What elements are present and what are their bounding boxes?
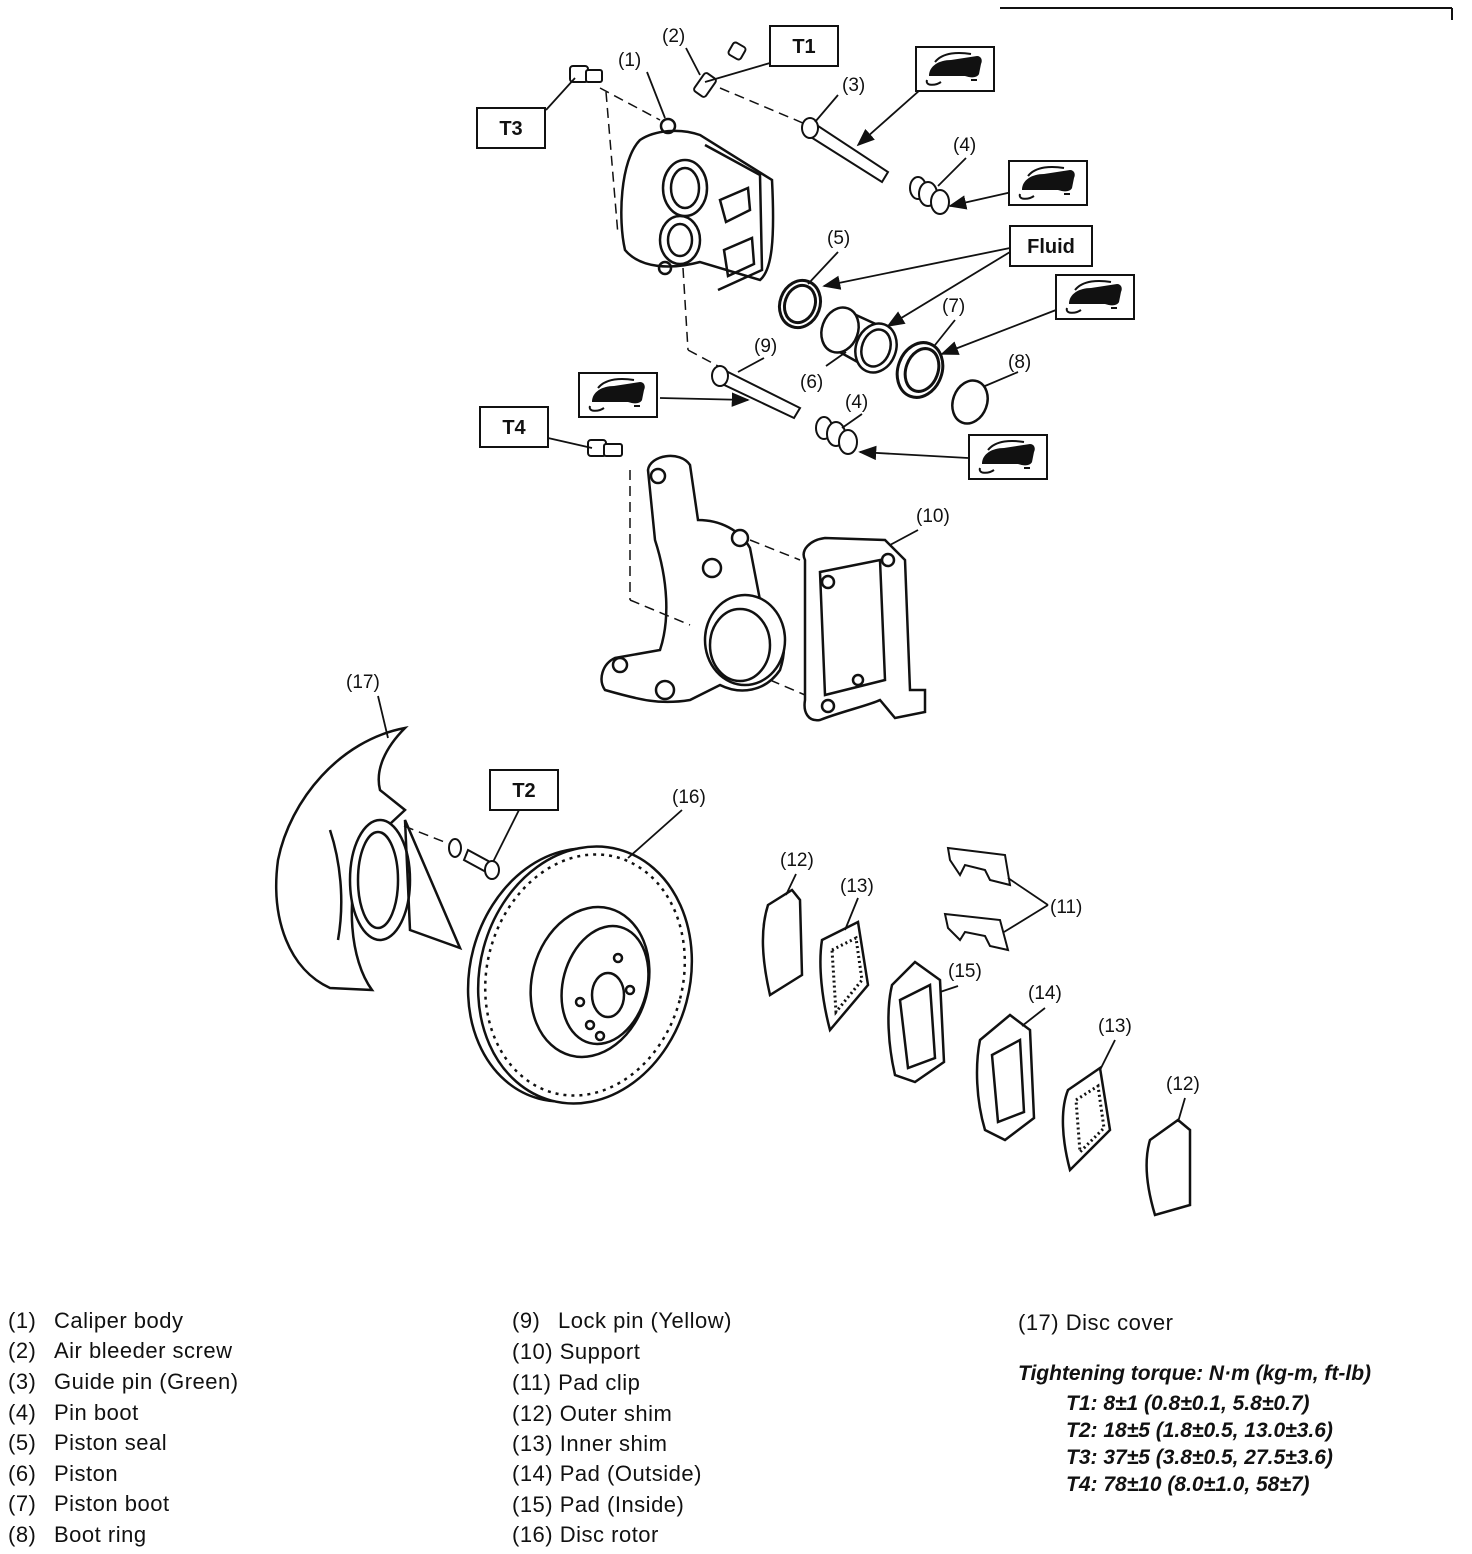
callout-14: (14) xyxy=(1028,983,1062,1004)
callout-2: (2) xyxy=(662,26,685,47)
torque-t4: T4: 78±10 (8.0±1.0, 58±7) xyxy=(1066,1473,1310,1496)
svg-text:T4: T4 xyxy=(502,417,526,439)
indicator-arrows xyxy=(659,89,1057,461)
lock-pin-drawing xyxy=(711,365,802,420)
pin-boot-upper-drawing xyxy=(909,176,950,215)
callout-6: (6) xyxy=(800,372,823,393)
callout-4-lower: (4) xyxy=(845,392,868,413)
svg-text:T1: T1 xyxy=(792,36,815,58)
torque-box-t1: T1 xyxy=(769,25,839,67)
legend-item: (9)Lock pin (Yellow) xyxy=(512,1308,732,1333)
caliper-axis-dash xyxy=(687,349,719,367)
legend-item: (13) Inner shim xyxy=(512,1431,668,1456)
grease-icon xyxy=(578,372,658,418)
torque-t3: T3: 37±5 (3.8±0.5, 27.5±3.6) xyxy=(1066,1446,1333,1469)
pad-inside-drawing xyxy=(887,960,946,1084)
callout-11: (11) xyxy=(1050,897,1082,918)
disc-cover-drawing xyxy=(275,726,463,992)
callout-labels: (1) (2) (3) (4) (5) (7) (9) (8) (6) (4) … xyxy=(346,26,1200,1095)
pad-clip-lower-drawing xyxy=(943,912,1010,952)
steering-knuckle-drawing xyxy=(600,454,787,704)
caliper-axis-dash xyxy=(605,91,619,236)
t2-bolt-drawing xyxy=(448,838,500,880)
caliper-axis-dash xyxy=(599,87,661,121)
legend-item: (3)Guide pin (Green) xyxy=(8,1369,239,1394)
grease-icon xyxy=(1008,160,1088,206)
callout-4-upper: (4) xyxy=(953,135,976,156)
piston-boot-drawing xyxy=(895,341,945,399)
cover-bolt-dash xyxy=(403,825,453,846)
svg-text:T2: T2 xyxy=(512,780,535,802)
outer-shim-left-drawing xyxy=(761,888,804,997)
callout-7: (7) xyxy=(942,296,965,317)
inner-shim-left-drawing xyxy=(819,920,870,1033)
legend-item: (15) Pad (Inside) xyxy=(512,1492,685,1517)
legend-item: (7)Piston boot xyxy=(8,1491,170,1516)
boot-ring-drawing xyxy=(951,379,989,425)
disc-rotor-drawing xyxy=(466,845,694,1105)
callout-1: (1) xyxy=(618,50,641,71)
callout-5: (5) xyxy=(827,228,850,249)
legend-item: (6)Piston xyxy=(8,1461,119,1486)
air-bleeder-screw-drawing xyxy=(693,41,747,98)
callout-10: (10) xyxy=(916,506,950,527)
torque-title: Tightening torque: N·m (kg-m, ft-lb) xyxy=(1018,1362,1372,1385)
inner-shim-right-drawing xyxy=(1061,1065,1112,1173)
t3-bolt-drawing xyxy=(569,65,603,83)
grease-icon xyxy=(1055,274,1135,320)
pin-boot-lower-drawing xyxy=(815,416,858,455)
callout-17: (17) xyxy=(346,672,380,693)
knuckle-axis-dash xyxy=(749,539,801,561)
torque-box-t4: T4 xyxy=(479,406,549,448)
torque-box-t2: T2 xyxy=(489,769,559,811)
callout-15: (15) xyxy=(948,961,982,982)
callout-12-right: (12) xyxy=(1166,1074,1200,1095)
callout-16: (16) xyxy=(672,787,706,808)
callout-8: (8) xyxy=(1008,352,1031,373)
guide-pin-axis-dash xyxy=(719,87,811,127)
torque-t1: T1: 8±1 (0.8±0.1, 5.8±0.7) xyxy=(1066,1392,1310,1415)
outer-shim-right-drawing xyxy=(1145,1118,1192,1217)
knuckle-axis-dash xyxy=(629,599,691,626)
knuckle-axis-dash xyxy=(769,679,806,696)
torque-t2: T2: 18±5 (1.8±0.5, 13.0±3.6) xyxy=(1066,1419,1333,1442)
legend-item: (1)Caliper body xyxy=(8,1308,184,1333)
legend-item: (8)Boot ring xyxy=(8,1522,147,1547)
torque-box-t3: T3 xyxy=(476,107,546,149)
fluid-box: Fluid xyxy=(1009,225,1093,267)
piston-drawing xyxy=(820,306,898,374)
callout-9: (9) xyxy=(754,336,777,357)
legend-item: (4)Pin boot xyxy=(8,1400,139,1425)
leader-lines xyxy=(377,47,1186,1123)
t4-bolt-drawing xyxy=(587,439,623,457)
grease-icon xyxy=(915,46,995,92)
legend-item: (12) Outer shim xyxy=(512,1401,673,1426)
legend-item: (10) Support xyxy=(512,1339,641,1364)
svg-text:Fluid: Fluid xyxy=(1027,236,1075,258)
caliper-axis-dash xyxy=(682,267,689,351)
support-drawing xyxy=(802,536,927,722)
callout-13-left: (13) xyxy=(840,876,874,897)
callout-3: (3) xyxy=(842,75,865,96)
svg-text:T3: T3 xyxy=(499,118,522,140)
piston-seal-drawing xyxy=(777,278,823,330)
callout-13-right: (13) xyxy=(1098,1016,1132,1037)
grease-icon xyxy=(968,434,1048,480)
legend-item: (5)Piston seal xyxy=(8,1430,168,1455)
guide-pin-drawing xyxy=(801,117,890,184)
pad-clip-upper-drawing xyxy=(946,846,1012,887)
callout-12-left: (12) xyxy=(780,850,814,871)
legend-item: (16) Disc rotor xyxy=(512,1522,659,1547)
legend-item: (11) Pad clip xyxy=(512,1370,641,1395)
pad-outside-drawing xyxy=(975,1013,1036,1142)
legend-item: (2)Air bleeder screw xyxy=(8,1338,233,1363)
legend-item: (17) Disc cover xyxy=(1018,1310,1174,1335)
caliper-body-drawing xyxy=(620,117,775,292)
legend-item: (14) Pad (Outside) xyxy=(512,1461,702,1486)
